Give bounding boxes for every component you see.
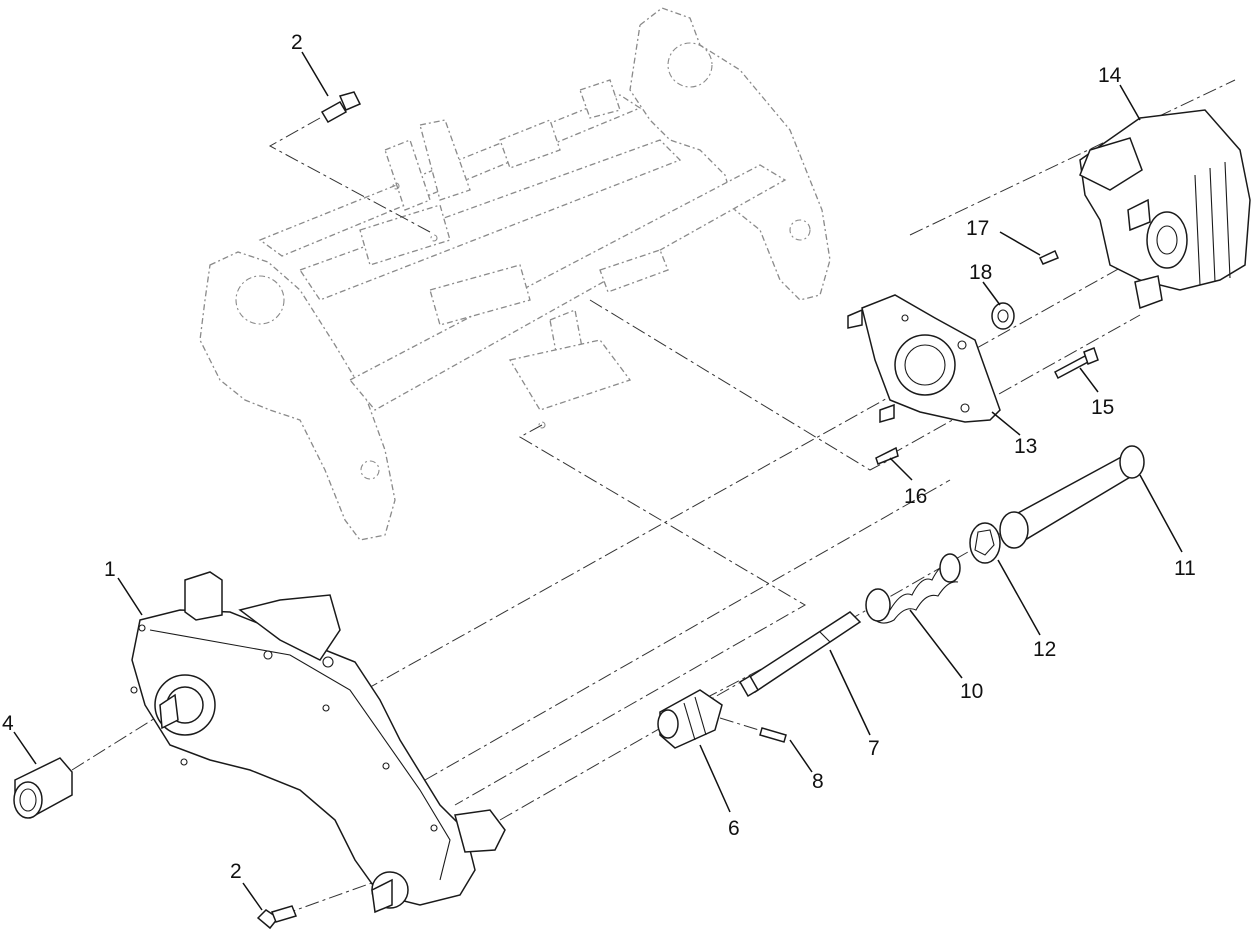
- hex-washer: [969, 522, 1001, 564]
- callout-18: 18: [969, 261, 992, 284]
- callout-2-top: 2: [291, 31, 303, 54]
- callout-4: 4: [2, 712, 14, 735]
- transmission-gearbox: [130, 571, 506, 914]
- screw-16: [875, 446, 899, 465]
- callout-labels: 2 1 4 2 6 7 8 10 11 12 13 14 15 16 17 18: [2, 31, 1196, 883]
- key-17: [1038, 249, 1059, 265]
- compression-spring: [865, 553, 961, 624]
- shaft-coupling: [657, 689, 723, 749]
- spacer-tube: [999, 445, 1145, 549]
- roll-pin: [759, 727, 787, 743]
- leader-lines: [13, 51, 1183, 911]
- screw-15: [1054, 347, 1099, 380]
- callout-2-bottom: 2: [230, 860, 242, 883]
- assembly-centerlines: [71, 79, 1236, 916]
- callout-11: 11: [1174, 557, 1196, 580]
- drive-shaft: [738, 611, 862, 698]
- callout-10: 10: [960, 680, 983, 703]
- washer-18: [991, 302, 1015, 330]
- callout-13: 13: [1014, 435, 1037, 458]
- callout-14: 14: [1098, 64, 1122, 87]
- callout-16: 16: [904, 485, 927, 508]
- callout-8: 8: [812, 770, 824, 793]
- bolt-lower: [256, 905, 298, 930]
- callout-1: 1: [104, 558, 116, 581]
- electric-motor: [1079, 109, 1251, 310]
- callout-7: 7: [868, 737, 880, 760]
- callout-15: 15: [1091, 396, 1114, 419]
- coupler-sleeve: [13, 757, 73, 819]
- bolt-upper: [320, 91, 362, 124]
- callout-6: 6: [728, 817, 740, 840]
- motor-mount-plate: [847, 294, 1001, 423]
- frame-assembly: [199, 7, 831, 541]
- callout-17: 17: [966, 217, 989, 240]
- callout-12: 12: [1033, 638, 1056, 661]
